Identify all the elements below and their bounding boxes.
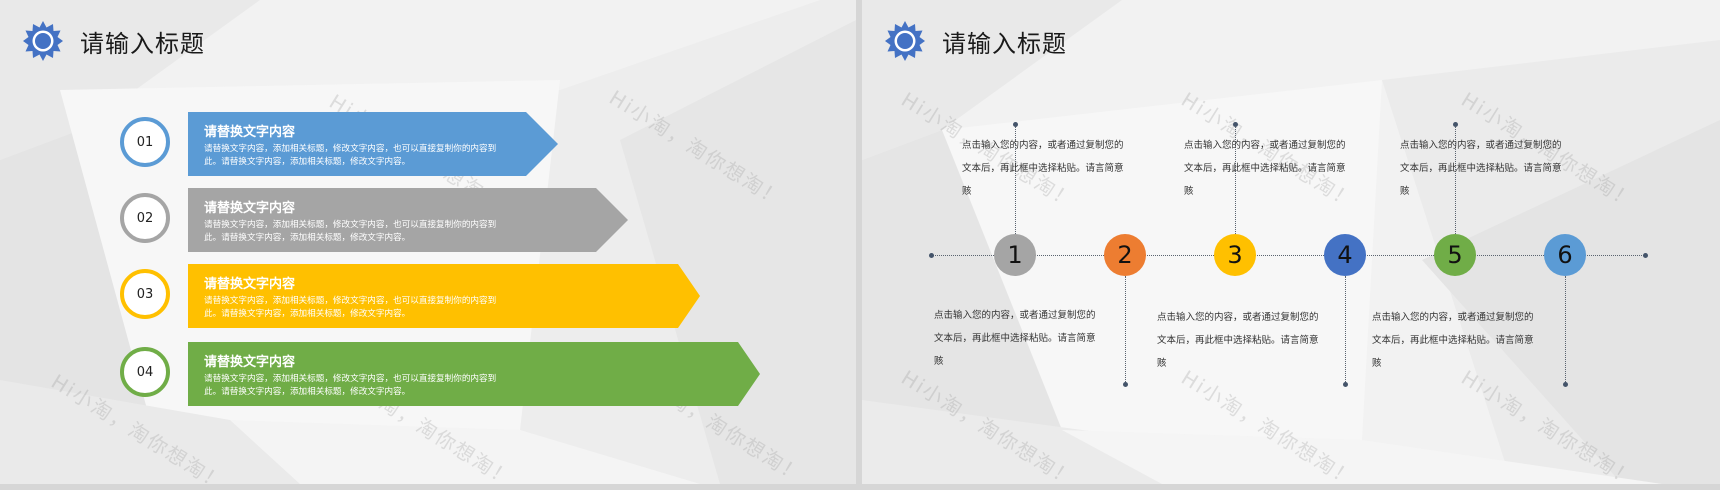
slide-1: Hi小淘，淘你想淘！ Hi小淘，淘你想淘！ Hi小淘，淘你想淘！ Hi小淘，淘你… bbox=[0, 0, 856, 484]
page-title[interactable]: 请输入标题 bbox=[80, 29, 205, 58]
timeline-node-3[interactable]: 3 bbox=[1214, 234, 1256, 276]
background-polygons bbox=[862, 0, 1720, 484]
timeline-text-6[interactable]: 点击输入您的内容，或者通过复制您的文本后，再此框中选择粘贴。请言简意赅 bbox=[1400, 140, 1562, 197]
item-heading[interactable]: 请替换文字内容 bbox=[204, 125, 296, 140]
number-badge: 04 bbox=[120, 347, 170, 397]
slide-2: Hi小淘，淘你想淘！ Hi小淘，淘你想淘！ Hi小淘，淘你想淘！ Hi小淘，淘你… bbox=[862, 0, 1720, 484]
timeline-text-4[interactable]: 点击输入您的内容，或者通过复制您的文本后，再此框中选择粘贴。请言简意赅 bbox=[1184, 140, 1346, 197]
slide-header: 请输入标题 bbox=[884, 20, 1067, 62]
arrow-banner: 请替换文字内容 请替换文字内容，添加相关标题，修改文字内容，也可以直接复制你的内… bbox=[188, 188, 628, 252]
timeline-node-6[interactable]: 6 bbox=[1544, 234, 1586, 276]
slide-header: 请输入标题 bbox=[22, 20, 205, 62]
gear-icon bbox=[885, 21, 925, 61]
item-description[interactable]: 请替换文字内容，添加相关标题，修改文字内容，也可以直接复制你的内容到此。请替换文… bbox=[204, 296, 497, 319]
timeline-text-2[interactable]: 点击输入您的内容，或者通过复制您的文本后，再此框中选择粘贴。请言简意赅 bbox=[962, 140, 1124, 197]
item-heading[interactable]: 请替换文字内容 bbox=[204, 355, 296, 370]
timeline-text-3[interactable]: 点击输入您的内容，或者通过复制您的文本后，再此框中选择粘贴。请言简意赅 bbox=[1157, 312, 1319, 369]
timeline-node-4[interactable]: 4 bbox=[1324, 234, 1366, 276]
item-description[interactable]: 请替换文字内容，添加相关标题，修改文字内容，也可以直接复制你的内容到此。请替换文… bbox=[204, 374, 497, 397]
number-badge: 01 bbox=[120, 117, 170, 167]
timeline-text-5[interactable]: 点击输入您的内容，或者通过复制您的文本后，再此框中选择粘贴。请言简意赅 bbox=[1372, 312, 1534, 369]
connector-dot bbox=[1013, 122, 1018, 127]
timeline-node-5[interactable]: 5 bbox=[1434, 234, 1476, 276]
connector-line bbox=[1455, 125, 1456, 234]
connector-dot bbox=[1343, 382, 1348, 387]
arrow-banner: 请替换文字内容 请替换文字内容，添加相关标题，修改文字内容，也可以直接复制你的内… bbox=[188, 112, 558, 176]
connector-line bbox=[1235, 125, 1236, 234]
timeline-node-1[interactable]: 1 bbox=[994, 234, 1036, 276]
arrow-banner: 请替换文字内容 请替换文字内容，添加相关标题，修改文字内容，也可以直接复制你的内… bbox=[188, 264, 700, 328]
connector-dot bbox=[1563, 382, 1568, 387]
timeline-end-dot bbox=[1643, 253, 1648, 258]
timeline-start-dot bbox=[929, 253, 934, 258]
page-title[interactable]: 请输入标题 bbox=[942, 29, 1067, 58]
number-badge: 03 bbox=[120, 269, 170, 319]
item-heading[interactable]: 请替换文字内容 bbox=[204, 201, 296, 216]
gear-icon bbox=[23, 21, 63, 61]
item-description[interactable]: 请替换文字内容，添加相关标题，修改文字内容，也可以直接复制你的内容到此。请替换文… bbox=[204, 144, 497, 167]
connector-line bbox=[1565, 276, 1566, 384]
connector-line bbox=[1345, 276, 1346, 384]
item-heading[interactable]: 请替换文字内容 bbox=[204, 277, 296, 292]
timeline-axis bbox=[932, 255, 1644, 256]
timeline-text-1[interactable]: 点击输入您的内容，或者通过复制您的文本后，再此框中选择粘贴。请言简意赅 bbox=[934, 310, 1096, 367]
number-badge: 02 bbox=[120, 193, 170, 243]
timeline-node-2[interactable]: 2 bbox=[1104, 234, 1146, 276]
connector-line bbox=[1125, 276, 1126, 384]
connector-dot bbox=[1123, 382, 1128, 387]
item-description[interactable]: 请替换文字内容，添加相关标题，修改文字内容，也可以直接复制你的内容到此。请替换文… bbox=[204, 220, 497, 243]
arrow-banner: 请替换文字内容 请替换文字内容，添加相关标题，修改文字内容，也可以直接复制你的内… bbox=[188, 342, 760, 406]
connector-line bbox=[1015, 125, 1016, 234]
connector-dot bbox=[1233, 122, 1238, 127]
connector-dot bbox=[1453, 122, 1458, 127]
